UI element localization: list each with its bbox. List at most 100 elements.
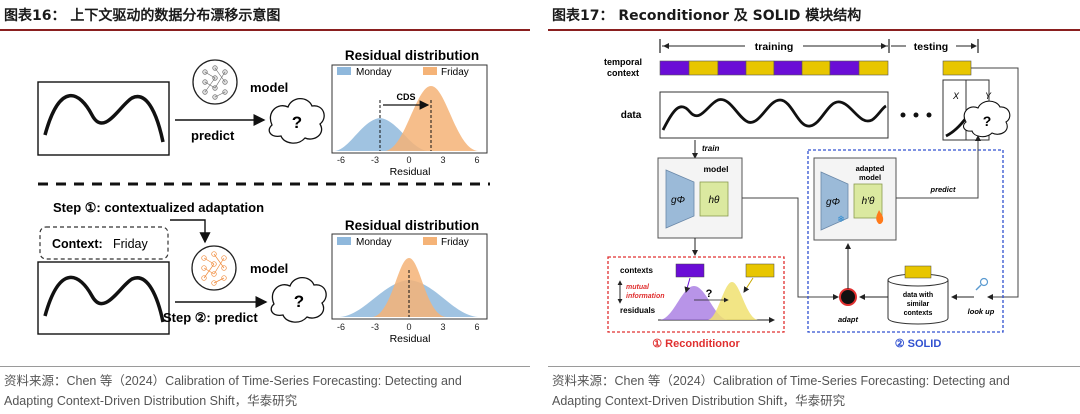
mutual-info-label-1: mutual (626, 284, 650, 291)
source-line-1-right: 资料来源：Chen 等（2024）Calibration of Time-Ser… (552, 374, 1010, 388)
temporal-label-1: temporal (604, 57, 642, 67)
legend-swatch-friday-bottom (423, 237, 437, 245)
adapted-model-label-2: model (859, 173, 881, 182)
figure-17-diagram: training testing temporal context data X… (604, 39, 1019, 350)
predict-line (896, 135, 981, 199)
source-line-1: 资料来源：Chen 等（2024）Calibration of Time-Ser… (4, 374, 462, 388)
figure-16-title: 图表16： 上下文驱动的数据分布漂移示意图 (4, 8, 281, 24)
figure-16-panel: 图表16： 上下文驱动的数据分布漂移示意图 model predict ? Re… (0, 0, 530, 414)
lookup-label: look up (968, 307, 995, 316)
shift-question: ? (706, 288, 713, 300)
context-box (39, 226, 169, 260)
g-phi-label-adapted: gΦ (826, 197, 840, 208)
source-line-2-right: Adapting Context-Driven Distribution Shi… (552, 394, 846, 408)
adapt-node (839, 288, 857, 306)
source-rule-right (548, 366, 1080, 367)
model-to-adapt-line (742, 197, 839, 300)
source-note: 资料来源：Chen 等（2024）Calibration of Time-Ser… (4, 371, 532, 411)
step2-label: Step ②: predict (163, 310, 258, 325)
tick-top-1: -3 (371, 155, 379, 165)
cloud-icon-bottom (270, 276, 327, 323)
training-series-curve (661, 98, 887, 131)
tick-top-3: 3 (440, 155, 445, 165)
h-theta-label: hθ (709, 195, 721, 206)
model-label: model (250, 80, 288, 95)
tick-top-4: 6 (474, 155, 479, 165)
context-key: Context: (52, 237, 103, 251)
model-label-bottom: model (250, 261, 288, 276)
legend-friday-bottom: Friday (441, 237, 469, 248)
forecast-question: ? (983, 113, 992, 129)
legend-monday: Monday (356, 67, 392, 78)
g-phi-label: gΦ (671, 195, 685, 206)
tick-bottom-3: 3 (440, 322, 445, 332)
tick-bottom-0: -6 (337, 322, 345, 332)
purple-residual-dist (660, 286, 728, 320)
legend-swatch-monday (337, 67, 351, 75)
solid-box (807, 149, 1004, 333)
reconditionor-label: ① Reconditionor (652, 338, 740, 350)
magnifier-icon (979, 277, 989, 287)
database-icon (887, 280, 949, 325)
temporal-label-2: context (607, 68, 639, 78)
forecast-cloud-icon (963, 100, 1011, 138)
h-theta-prime-label: h′θ (862, 196, 875, 207)
title-rule (0, 29, 530, 31)
context-value: Friday (113, 237, 148, 251)
encoder-g-phi (665, 169, 695, 229)
data-label: data (621, 110, 642, 121)
database-context-block (904, 265, 932, 279)
frozen-encoder-g-phi (820, 171, 849, 231)
time-series-curve-bottom (43, 275, 165, 323)
solid-label: ② SOLID (895, 338, 942, 350)
question-mark-bottom: ? (294, 292, 304, 311)
source-rule (0, 366, 530, 367)
tick-top-0: -6 (337, 155, 345, 165)
chart-title-bottom: Residual distribution (345, 218, 479, 233)
temporal-context-strip (659, 60, 972, 76)
y-label: Y (985, 91, 992, 101)
adapted-head-h-theta (853, 183, 883, 219)
adapted-model-label-1: adapted (856, 164, 885, 173)
model-box-label: model (703, 164, 728, 174)
input-series-box (37, 81, 170, 156)
train-label: train (702, 144, 719, 153)
head-h-theta (699, 181, 729, 217)
contexts-label: contexts (620, 266, 653, 275)
context-yellow-block (745, 263, 775, 278)
predict-label: predict (929, 185, 956, 194)
legend-friday: Friday (441, 67, 469, 78)
time-series-curve (43, 93, 165, 143)
tick-top-2: 0 (406, 155, 411, 165)
legend-monday-bottom: Monday (356, 237, 392, 248)
context-purple-block (675, 263, 705, 278)
source-line-2: Adapting Context-Driven Distribution Shi… (4, 394, 298, 408)
predict-label: predict (191, 128, 235, 143)
figure-16-diagram: model predict ? Residual distribution Mo… (37, 48, 490, 345)
step1-label: Step ①: contextualized adaptation (53, 200, 264, 215)
flame-icon (876, 210, 884, 225)
question-mark: ? (292, 113, 302, 132)
cloud-icon (268, 97, 325, 144)
legend-swatch-monday-bottom (337, 237, 351, 245)
training-label: training (755, 41, 794, 53)
figure-17-panel: 图表17： Reconditionor 及 SOLID 模块结构 trainin… (548, 0, 1080, 414)
tick-bottom-2: 0 (406, 322, 411, 332)
yellow-residual-dist (708, 282, 758, 320)
input-series-box-bottom (37, 261, 170, 335)
db-label-1: data with (903, 292, 933, 299)
testing-label: testing (914, 41, 948, 53)
source-note-right: 资料来源：Chen 等（2024）Calibration of Time-Ser… (552, 371, 1080, 411)
residuals-label: residuals (620, 306, 656, 315)
cds-label: CDS (396, 92, 415, 102)
x-label: X (952, 91, 960, 101)
legend-swatch-friday (423, 67, 437, 75)
x-axis-label-bottom: Residual (390, 333, 431, 345)
mutual-info-label-2: information (626, 293, 665, 300)
x-axis-label-top: Residual (390, 166, 431, 178)
friday-distribution (385, 86, 478, 151)
figure-17-title: 图表17： Reconditionor 及 SOLID 模块结构 (552, 8, 862, 24)
adapt-label: adapt (838, 315, 859, 324)
tick-bottom-1: -3 (371, 322, 379, 332)
context-arrow (170, 219, 211, 244)
